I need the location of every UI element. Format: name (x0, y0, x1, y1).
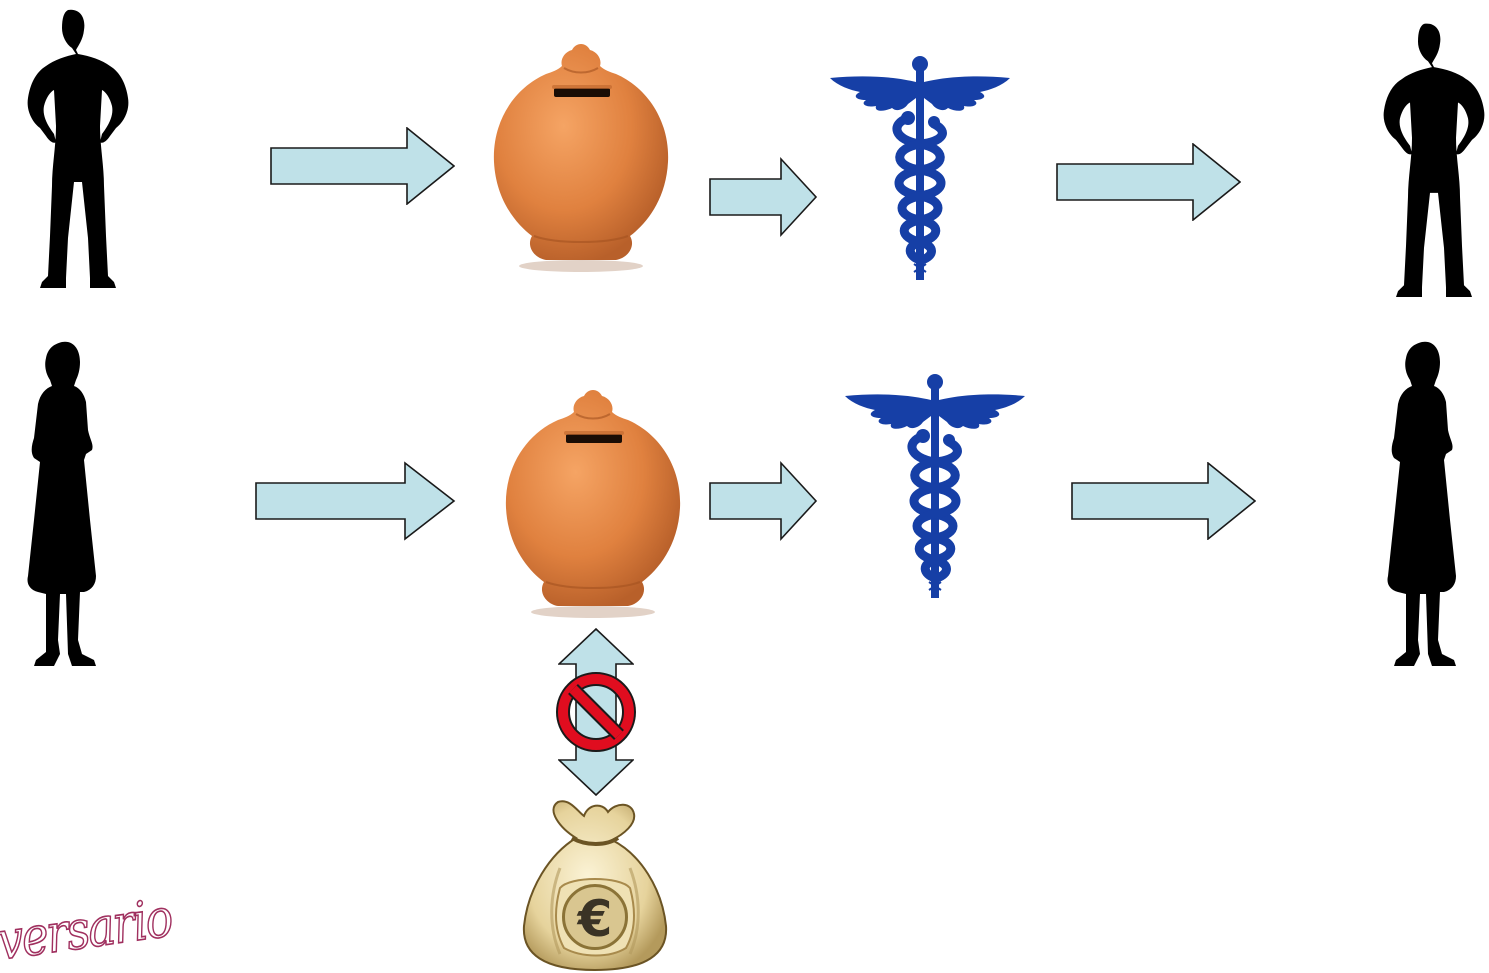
caduceus-medical-symbol (845, 372, 1025, 602)
man-silhouette-right (1362, 20, 1489, 300)
arrow-right (270, 127, 455, 205)
woman-silhouette-left (10, 340, 120, 670)
euro-symbol: € (562, 884, 628, 950)
arrow-right (709, 158, 817, 236)
money-bag-icon: € (520, 798, 670, 973)
arrow-right (255, 462, 455, 540)
arrow-right (1071, 462, 1256, 540)
caduceus-medical-symbol (830, 54, 1010, 284)
prohibited-icon (556, 672, 636, 752)
woman-silhouette-right (1370, 340, 1480, 670)
arrow-right (1056, 143, 1241, 221)
watermark-logo: versario (0, 886, 175, 972)
piggy-bank-pot (486, 32, 676, 272)
man-silhouette-left (6, 6, 136, 291)
arrow-right (709, 462, 817, 540)
piggy-bank-pot (498, 378, 688, 618)
